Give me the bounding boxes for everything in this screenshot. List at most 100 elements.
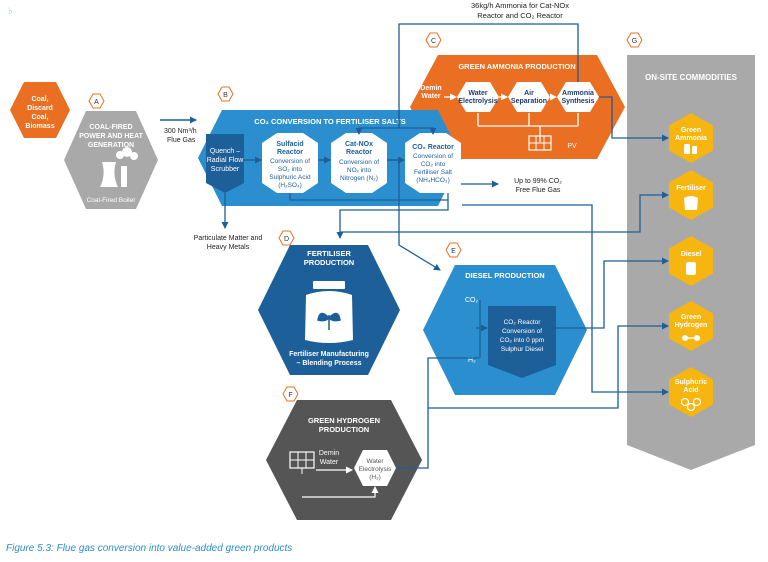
diesel-production-title: DIESEL PRODUCTION [465, 271, 544, 280]
green-hydrogen-title: GREEN HYDROGEN [308, 416, 380, 425]
node-label: Conversion of [339, 159, 379, 166]
solar-panel-icon [289, 451, 315, 474]
badge-e: E [445, 242, 462, 258]
badge-letter: A [94, 99, 99, 106]
badge-letter: D [284, 236, 289, 243]
fertiliser-sack-icon [305, 281, 353, 343]
power-label: COAL-FIRED [89, 124, 132, 131]
badge-letter: E [451, 248, 456, 255]
free-flue-gas-label: Up to 99% CO₂ [514, 178, 562, 185]
node-label: Electrolysis [359, 466, 393, 473]
ammonia-bottle-icon [684, 144, 690, 154]
line-sulfacid-out [289, 193, 448, 201]
node-label: Cat-NOx [345, 141, 373, 148]
ammonia-synthesis-node: Ammonia Synthesis [557, 82, 599, 112]
node-label: CO₂ Reactor [504, 319, 542, 326]
hydrogen-electrolysis-node: Water Electrolysis (H₂) [354, 450, 396, 486]
node-label: Conversion of [270, 158, 310, 165]
badge-b: B [217, 86, 234, 102]
badge-letter: G [632, 38, 637, 45]
badge-g: G [626, 32, 643, 48]
commodity-label: Green [681, 314, 701, 321]
arrow-ammonia-to-co2reactor [399, 127, 437, 135]
node-label: Electrolysis [458, 98, 497, 105]
node-label: Fertiliser Salt [414, 169, 452, 176]
node-label: Quench – [210, 148, 240, 155]
power-generation-hex [64, 111, 158, 209]
arrow-co2-to-diesel [398, 159, 441, 271]
free-flue-gas-label: Free Flue Gas [516, 187, 561, 194]
line-ammonia-top-loop [398, 23, 579, 128]
commodity-label: Hydrogen [675, 322, 708, 329]
co2-conversion-title: CO₂ CONVERSION TO FERTILISER SALTS [254, 117, 405, 126]
node-label: (NH₄HCO₃) [416, 177, 449, 184]
node-label: Water [366, 458, 384, 465]
commodities-title: ON-SITE COMMODITIES [645, 73, 738, 82]
node-label: Conversion of [413, 153, 453, 160]
ammonia-spray-icon [692, 146, 697, 154]
commodity-sulphuric-acid: Sulphuric Acid [669, 367, 713, 417]
badge-letter: C [431, 38, 436, 45]
power-label: POWER AND HEAT [79, 133, 144, 140]
node-label: Conversion of [502, 328, 542, 335]
node-label: (H₂SO₄) [278, 182, 302, 189]
catnox-reactor-node: Cat-NOx Reactor Conversion of NOₓ into N… [331, 133, 387, 193]
node-label: NOₓ into [347, 167, 372, 174]
fertiliser-production-title: FERTILISER [307, 249, 351, 258]
node-label: Ammonia [562, 90, 594, 97]
line-hydrogen-to-diesel [396, 357, 479, 469]
node-label: CO₂ Reactor [412, 144, 454, 151]
node-label: Synthesis [561, 98, 594, 105]
water-electrolysis-node: Water Electrolysis [457, 82, 499, 112]
boiler-label: Coal-Fired Boiler [87, 197, 137, 204]
commodity-label: Ammonia [675, 135, 707, 142]
ammonia-note-line1: 36kg/h Ammonia for Cat-NOx [471, 1, 569, 10]
solar-panel-icon [528, 135, 552, 151]
coal-input-label: Biomass [25, 123, 54, 130]
demin-water-label: Demin [420, 85, 441, 92]
fertiliser-sack-icon [684, 196, 698, 210]
badge-letter: F [288, 392, 292, 399]
commodity-green-hydrogen: Green Hydrogen [669, 301, 713, 351]
node-label: Reactor [277, 149, 303, 156]
green-hydrogen-title: PRODUCTION [319, 425, 369, 434]
node-label: Separation [511, 98, 547, 105]
node-label: Scrubber [211, 166, 240, 173]
commodity-label: Green [681, 127, 701, 134]
demin-water-label: Demin [319, 450, 339, 457]
commodity-label: Acid [683, 387, 698, 394]
particulate-label: Particulate Matter and [194, 235, 263, 242]
node-label: Water [468, 90, 487, 97]
demin-water-label: Water [320, 459, 339, 466]
demin-water-label: Water [421, 93, 440, 100]
arrow-to-diesel [556, 257, 669, 329]
node-label: Radial Flow [207, 157, 245, 164]
commodity-fertiliser: Fertiliser [669, 170, 713, 220]
green-ammonia-title: GREEN AMMONIA PRODUCTION [458, 62, 575, 71]
green-hydrogen-hex [266, 400, 422, 520]
node-label: SO₂ into [278, 166, 303, 173]
flue-gas-rate: 300 Nm³/h [164, 128, 197, 135]
fertiliser-production-label: – Blending Process [297, 360, 362, 367]
arrow-to-fertiliser [340, 191, 669, 233]
node-label: Nitrogen (N₂) [340, 175, 378, 182]
diesel-co2-label: CO₂ [465, 297, 479, 304]
arrow-salts-to-fertiliser [336, 193, 449, 239]
badge-a: A [88, 93, 105, 109]
arrow-to-green-ammonia [599, 96, 669, 142]
fertiliser-production-label: Fertiliser Manufacturing [289, 351, 369, 358]
fertiliser-production-title: PRODUCTION [304, 258, 354, 267]
ammonia-note-line2: Reactor and CO₂ Reactor [477, 11, 563, 20]
badge-letter: B [223, 92, 228, 99]
coal-input-label: Coal, [31, 114, 48, 121]
diesel-co2-reactor-node: CO₂ Reactor Conversion of CO₂ into 0 ppm… [488, 306, 556, 378]
node-label: CO₂ into 0 ppm [500, 337, 544, 344]
badge-d: D [278, 230, 295, 246]
node-label: Sulphuric Acid [269, 174, 311, 181]
commodity-green-ammonia: Green Ammonia [669, 113, 713, 163]
badge-f: F [282, 386, 299, 402]
node-label: CO₂ into [421, 161, 446, 168]
air-separation-node: Air Separation [508, 82, 550, 112]
